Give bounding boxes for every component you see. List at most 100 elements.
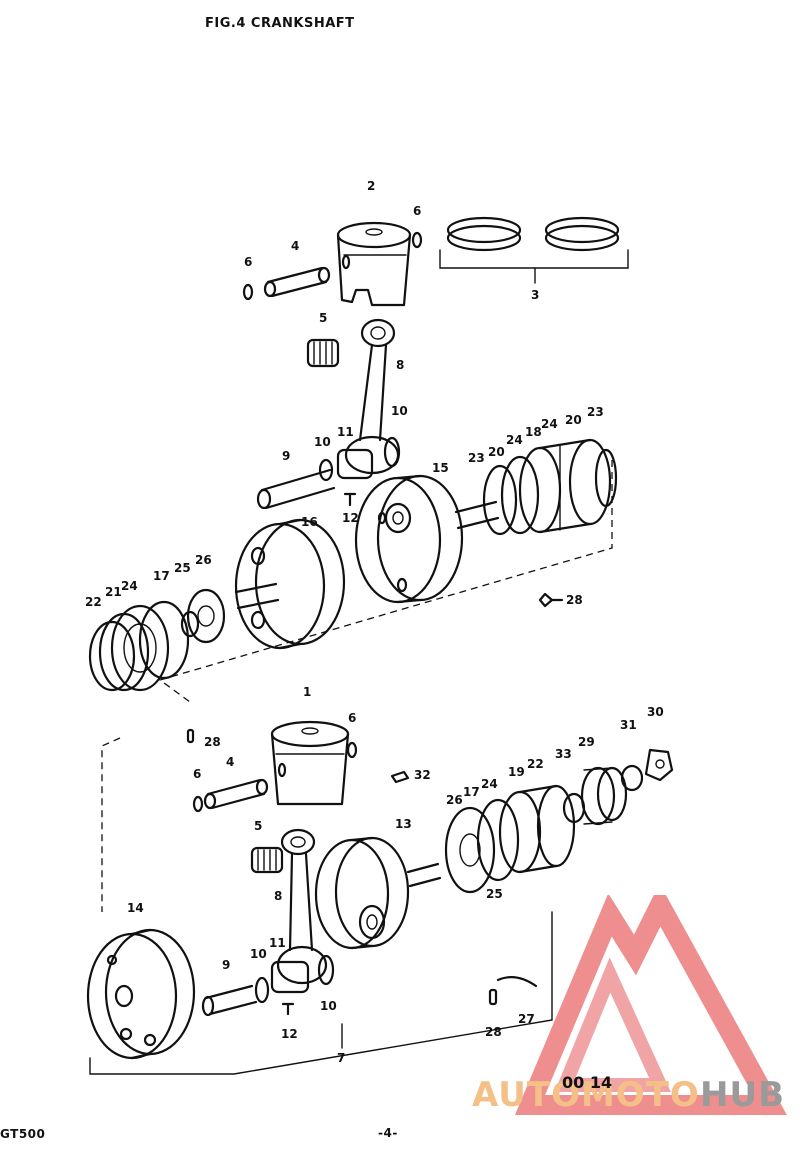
callout-12: 12	[342, 511, 359, 525]
left-bearing-stack-upper	[88, 588, 226, 692]
page-mark: 00 14	[562, 1073, 613, 1092]
upper-dashed-boundary	[158, 460, 613, 703]
connecting-rod-lower	[276, 828, 328, 985]
callout-24: 24	[506, 433, 523, 447]
callout-6: 6	[413, 204, 421, 218]
circlip-left-lower	[192, 795, 204, 813]
upper-assembly	[88, 216, 629, 703]
callout-1: 1	[303, 685, 311, 699]
callout-21: 21	[105, 585, 122, 599]
automotohub-watermark-logo	[514, 895, 787, 1115]
callout-17: 17	[153, 569, 170, 583]
callout-15: 15	[432, 461, 449, 475]
crank-pin-lower	[201, 954, 335, 1017]
callout-28: 28	[566, 593, 583, 607]
part-32	[390, 770, 410, 784]
callout-labels-lower: 28 1 6 6 4 32 30 31 29 33 22 19 24 17 26…	[127, 685, 664, 1065]
callout-23: 23	[468, 451, 485, 465]
needle-bearing-upper	[306, 338, 340, 368]
piston-lower	[270, 720, 350, 806]
right-bearing-stack-lower	[444, 748, 674, 894]
callout-3: 3	[531, 288, 539, 302]
callout-16: 16	[301, 515, 318, 529]
callout-6: 6	[348, 711, 356, 725]
right-bearing-stack-upper	[454, 438, 618, 536]
callout-5: 5	[319, 311, 327, 325]
pin-28-upper	[538, 592, 564, 608]
callout-19: 19	[508, 765, 525, 779]
callout-12: 12	[281, 1027, 298, 1041]
callout-10: 10	[314, 435, 331, 449]
callout-17: 17	[463, 785, 480, 799]
piston-rings	[439, 216, 629, 284]
crank-wheel-left-upper	[234, 518, 346, 650]
callout-24: 24	[481, 777, 498, 791]
callout-7: 7	[337, 1051, 345, 1065]
callout-18: 18	[525, 425, 542, 439]
crank-wheel-upper	[354, 474, 464, 604]
callout-14: 14	[127, 901, 144, 915]
callout-28: 28	[204, 735, 221, 749]
callout-11: 11	[337, 425, 354, 439]
needle-bearing-lower	[250, 846, 284, 874]
callout-22: 22	[85, 595, 102, 609]
callout-20: 20	[565, 413, 582, 427]
callout-22: 22	[527, 757, 544, 771]
callout-6: 6	[193, 767, 201, 781]
callout-9: 9	[282, 449, 290, 463]
callout-11: 11	[269, 936, 286, 950]
model-name: GT500	[0, 1127, 46, 1141]
crank-pin-upper	[256, 436, 401, 510]
pin-28-lower	[488, 988, 498, 1006]
callout-33: 33	[555, 747, 572, 761]
crank-wheel-left-lower	[86, 928, 196, 1060]
piston-pin-upper	[263, 266, 331, 298]
callout-4: 4	[291, 239, 299, 253]
callout-4: 4	[226, 755, 234, 769]
callout-26: 26	[446, 793, 463, 807]
callout-6: 6	[244, 255, 252, 269]
pin-28-mid	[186, 728, 195, 744]
callout-31: 31	[620, 718, 637, 732]
piston-upper	[336, 221, 412, 307]
callout-30: 30	[647, 705, 664, 719]
callout-labels-upper: 2 6 4 6 3 5 8 10 9 10 11 12 15 23 20 24 …	[85, 179, 604, 609]
callout-26: 26	[195, 553, 212, 567]
callout-28: 28	[485, 1025, 502, 1039]
circlip-right-lower	[346, 741, 358, 759]
callout-13: 13	[395, 817, 412, 831]
crank-wheel-lower	[314, 836, 442, 950]
watermark-text-colored: AUTOMOTO	[472, 1075, 700, 1115]
figure-title: FIG.4 CRANKSHAFT	[205, 16, 355, 31]
page-number: -4-	[378, 1126, 398, 1140]
callout-20: 20	[488, 445, 505, 459]
callout-5: 5	[254, 819, 262, 833]
lower-assembly	[86, 720, 674, 1075]
callout-32: 32	[414, 768, 431, 782]
lower-dashed-left	[101, 737, 121, 912]
callout-10: 10	[320, 999, 337, 1013]
callout-2: 2	[367, 179, 375, 193]
callout-25: 25	[486, 887, 503, 901]
callout-9: 9	[222, 958, 230, 972]
watermark-text-gray: HUB	[700, 1075, 785, 1115]
piston-pin-lower	[203, 778, 269, 810]
callout-10: 10	[391, 404, 408, 418]
callout-27: 27	[518, 1012, 535, 1026]
key-upper	[343, 492, 357, 507]
callout-8: 8	[396, 358, 404, 372]
callout-29: 29	[578, 735, 595, 749]
key-lower	[281, 1002, 295, 1016]
callout-25: 25	[174, 561, 191, 575]
callout-23: 23	[587, 405, 604, 419]
circlip-right-upper	[411, 231, 423, 249]
circlip-left-upper	[242, 283, 254, 301]
callout-10: 10	[250, 947, 267, 961]
part-27	[496, 975, 538, 988]
lower-bracket	[89, 911, 553, 1075]
callout-24: 24	[121, 579, 138, 593]
callout-24: 24	[541, 417, 558, 431]
callout-8: 8	[274, 889, 282, 903]
